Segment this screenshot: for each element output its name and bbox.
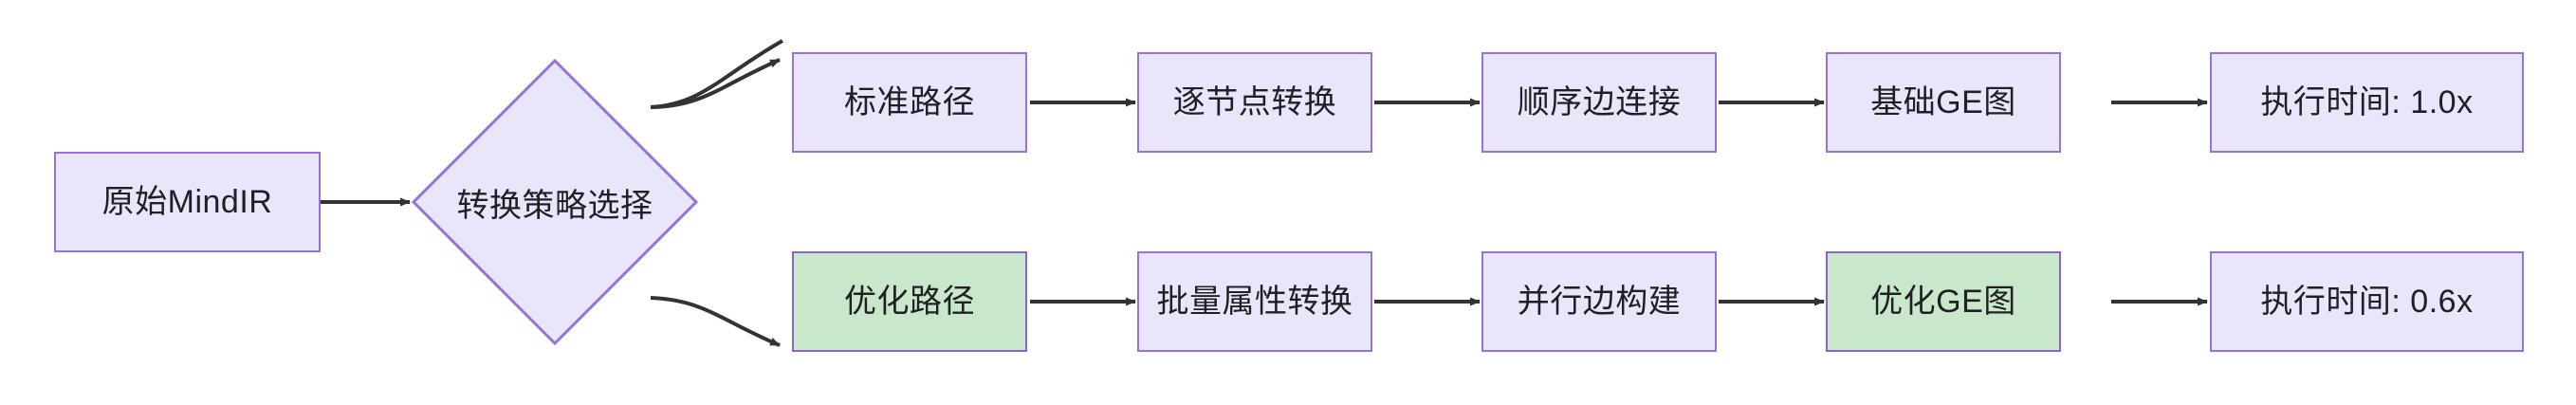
node-optimized-ge-graph[interactable]: 优化GE图 [1826, 251, 2061, 352]
node-exec-time-standard-label: 执行时间: 1.0x [2260, 83, 2474, 120]
node-exec-time-optimized-label: 执行时间: 0.6x [2260, 283, 2474, 320]
node-exec-time-optimized[interactable]: 执行时间: 0.6x [2210, 251, 2524, 352]
node-parallel-edge-construction[interactable]: 并行边构建 [1481, 251, 1717, 352]
node-sequential-edge-connection[interactable]: 顺序边连接 [1481, 52, 1717, 153]
node-optimized-path[interactable]: 优化路径 [792, 251, 1027, 352]
node-batch-attribute-conversion[interactable]: 批量属性转换 [1137, 251, 1372, 352]
node-decision[interactable]: 转换策略选择 [412, 59, 698, 345]
node-decision-label: 转换策略选择 [456, 187, 653, 224]
node-exec-time-standard[interactable]: 执行时间: 1.0x [2210, 52, 2524, 153]
node-optimized-path-label: 优化路径 [844, 283, 975, 320]
node-node-by-node-conversion[interactable]: 逐节点转换 [1137, 52, 1372, 153]
node-basic-ge-graph[interactable]: 基础GE图 [1826, 52, 2061, 153]
node-standard-path[interactable]: 标准路径 [792, 52, 1027, 153]
node-start[interactable]: 原始MindIR [54, 152, 321, 252]
node-start-label: 原始MindIR [101, 183, 273, 220]
node-batch-attribute-conversion-label: 批量属性转换 [1156, 283, 1353, 320]
node-optimized-ge-graph-label: 优化GE图 [1870, 283, 2016, 320]
node-node-by-node-conversion-label: 逐节点转换 [1172, 83, 1337, 120]
node-basic-ge-graph-label: 基础GE图 [1870, 83, 2016, 120]
node-sequential-edge-connection-label: 顺序边连接 [1517, 83, 1682, 120]
node-parallel-edge-construction-label: 并行边构建 [1517, 283, 1682, 320]
diamond-shape [412, 59, 698, 345]
node-standard-path-label: 标准路径 [844, 83, 975, 120]
